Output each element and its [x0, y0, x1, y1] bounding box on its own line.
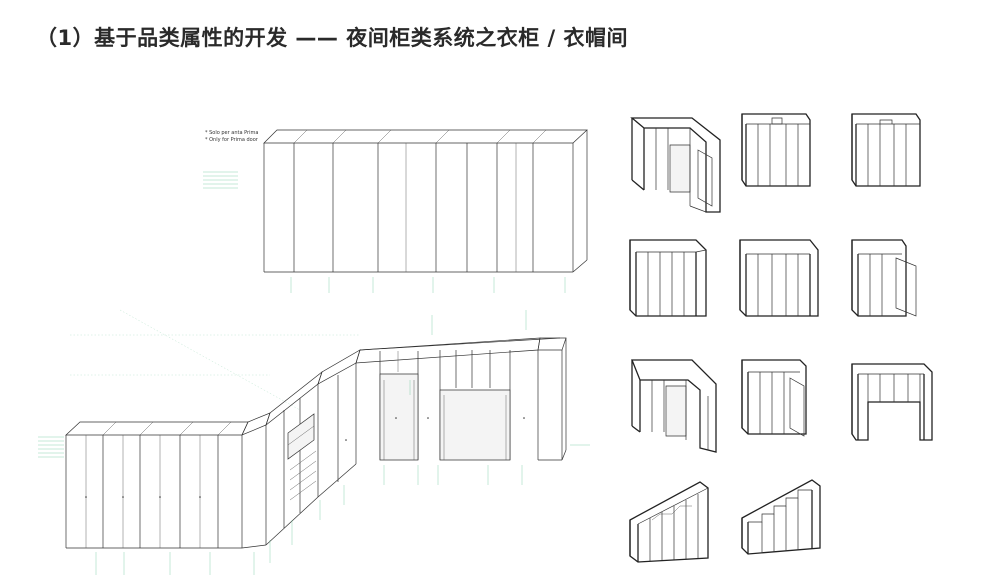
- thumb-walk-in-three-sided: [629, 239, 707, 317]
- thumb-sloped-ceiling-wardrobe: [629, 481, 709, 563]
- thumb-corner-l-walk-in: [631, 359, 717, 453]
- left-dimension-labels: [38, 436, 64, 458]
- thumb-bridge-wardrobe: [851, 363, 933, 441]
- thumb-walk-in-wide-open: [739, 239, 819, 317]
- thumb-wardrobe-open-top: [741, 113, 811, 187]
- page-title: （1）基于品类属性的开发 —— 夜间柜类系统之衣柜 / 衣帽间: [36, 26, 629, 50]
- dimension-guides: [70, 309, 360, 411]
- drawing-note-it: * Solo per anta Prima: [205, 130, 258, 136]
- thumb-corner-wardrobe-right-door: [851, 239, 917, 317]
- thumb-walk-in-open-door: [741, 359, 807, 437]
- front-elevation-drawing: * Solo per anta Prima * Only for Prima d…: [203, 129, 588, 293]
- thumb-corner-wardrobe-open-door: [630, 117, 721, 213]
- width-dimension-labels: [290, 277, 566, 293]
- height-dimension-labels: [203, 171, 238, 189]
- drawing-note-en: * Only for Prima door: [205, 137, 259, 143]
- isometric-walk-in-drawing: [38, 310, 590, 575]
- thumb-wardrobe-stepped-top: [851, 113, 921, 187]
- bottom-dimension-labels: [95, 310, 590, 575]
- thumb-stepped-stair-wardrobe: [741, 479, 821, 555]
